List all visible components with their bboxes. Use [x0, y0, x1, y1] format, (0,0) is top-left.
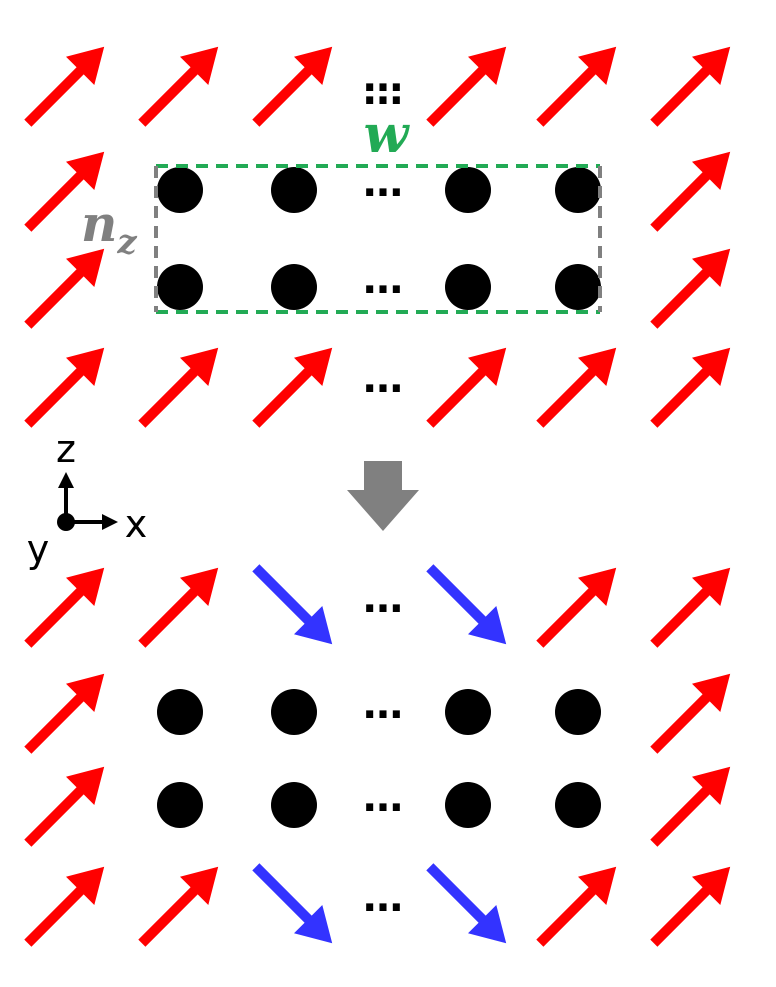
- bottom-r1-c1-up-spin-arrow: [24, 567, 105, 648]
- top-r2-c2-site-dot: [157, 167, 203, 213]
- axes-indicator: z x y: [27, 427, 148, 571]
- top-r4-c7-up-spin-arrow: [650, 347, 731, 428]
- y-axis-label: y: [27, 527, 50, 571]
- bottom-r4-c6-up-spin-arrow: [536, 866, 617, 947]
- layer-count-label: nz: [81, 194, 137, 262]
- bottom-r3-c1-up-spin-arrow: [24, 766, 105, 847]
- bottom-r2-c2-site-dot: [157, 689, 203, 735]
- transition-down-arrow: [347, 461, 419, 531]
- bottom-r1-c3-down-spin-arrow: [252, 564, 333, 645]
- top-r2-c7-up-spin-arrow: [650, 151, 731, 232]
- top-r4-c2-up-spin-arrow: [138, 347, 219, 428]
- top-r1-c3-up-spin-arrow: [252, 46, 333, 127]
- width-label: w: [364, 104, 411, 165]
- bottom-r3-c7-up-spin-arrow: [650, 766, 731, 847]
- top-r1-c6-up-spin-arrow: [536, 46, 617, 127]
- top-r2-c6-site-dot: [555, 167, 601, 213]
- top-r2-c1-up-spin-arrow: [24, 151, 105, 232]
- top-r1-c5-up-spin-arrow: [426, 46, 507, 127]
- x-axis-arrowhead: [102, 514, 118, 530]
- top-r1-c7-up-spin-arrow: [650, 46, 731, 127]
- z-axis-arrowhead: [58, 472, 74, 488]
- top-r3-c4-ellipsis: …: [363, 257, 403, 303]
- bottom-r3-c3-site-dot: [271, 782, 317, 828]
- bottom-r4-c1-up-spin-arrow: [24, 866, 105, 947]
- bottom-r4-c2-up-spin-arrow: [138, 866, 219, 947]
- bottom-r1-c4-ellipsis: …: [363, 576, 403, 622]
- top-r3-c2-site-dot: [157, 264, 203, 310]
- top-r2-c5-site-dot: [445, 167, 491, 213]
- bottom-r3-c2-site-dot: [157, 782, 203, 828]
- layer-count-main: n: [81, 194, 117, 253]
- top-r4-c1-up-spin-arrow: [24, 347, 105, 428]
- bottom-r3-c4-ellipsis: …: [363, 775, 403, 821]
- bottom-r2-c4-ellipsis: …: [363, 682, 403, 728]
- bottom-r1-c2-up-spin-arrow: [138, 567, 219, 648]
- bottom-r4-c4-ellipsis: …: [363, 875, 403, 921]
- bottom-r1-c6-up-spin-arrow: [536, 567, 617, 648]
- top-r3-c7-up-spin-arrow: [650, 248, 731, 329]
- bottom-panel-lattice: … … … …: [24, 564, 731, 947]
- top-r3-c6-site-dot: [555, 264, 601, 310]
- bottom-r2-c1-up-spin-arrow: [24, 673, 105, 754]
- top-r1-c1-up-spin-arrow: [24, 46, 105, 127]
- bottom-r3-c6-site-dot: [555, 782, 601, 828]
- top-panel-lattice: …………: [24, 46, 731, 428]
- top-r1-c2-up-spin-arrow: [138, 46, 219, 127]
- bottom-r3-c5-site-dot: [445, 782, 491, 828]
- top-ellipsis-above-box: …: [363, 68, 403, 114]
- top-r3-c1-up-spin-arrow: [24, 248, 105, 329]
- top-r4-c4-ellipsis: …: [363, 356, 403, 402]
- y-axis-dot: [57, 513, 75, 531]
- bottom-r2-c7-up-spin-arrow: [650, 673, 731, 754]
- sheet-boundary-box: [154, 164, 602, 314]
- top-r3-c3-site-dot: [271, 264, 317, 310]
- top-r2-c3-site-dot: [271, 167, 317, 213]
- bottom-r4-c7-up-spin-arrow: [650, 866, 731, 947]
- top-r4-c5-up-spin-arrow: [426, 347, 507, 428]
- top-r4-c6-up-spin-arrow: [536, 347, 617, 428]
- bottom-r2-c3-site-dot: [271, 689, 317, 735]
- top-r1-c4-ellipsis: …: [363, 55, 403, 101]
- bottom-r4-c5-down-spin-arrow: [426, 863, 507, 944]
- layer-count-subscript: z: [116, 222, 137, 262]
- top-r4-c3-up-spin-arrow: [252, 347, 333, 428]
- top-r3-c5-site-dot: [445, 264, 491, 310]
- bottom-r2-c6-site-dot: [555, 689, 601, 735]
- bottom-r2-c5-site-dot: [445, 689, 491, 735]
- bottom-r1-c5-down-spin-arrow: [426, 564, 507, 645]
- x-axis-label: x: [125, 502, 148, 546]
- bottom-r4-c3-down-spin-arrow: [252, 863, 333, 944]
- z-axis-label: z: [56, 427, 76, 471]
- bottom-r1-c7-up-spin-arrow: [650, 567, 731, 648]
